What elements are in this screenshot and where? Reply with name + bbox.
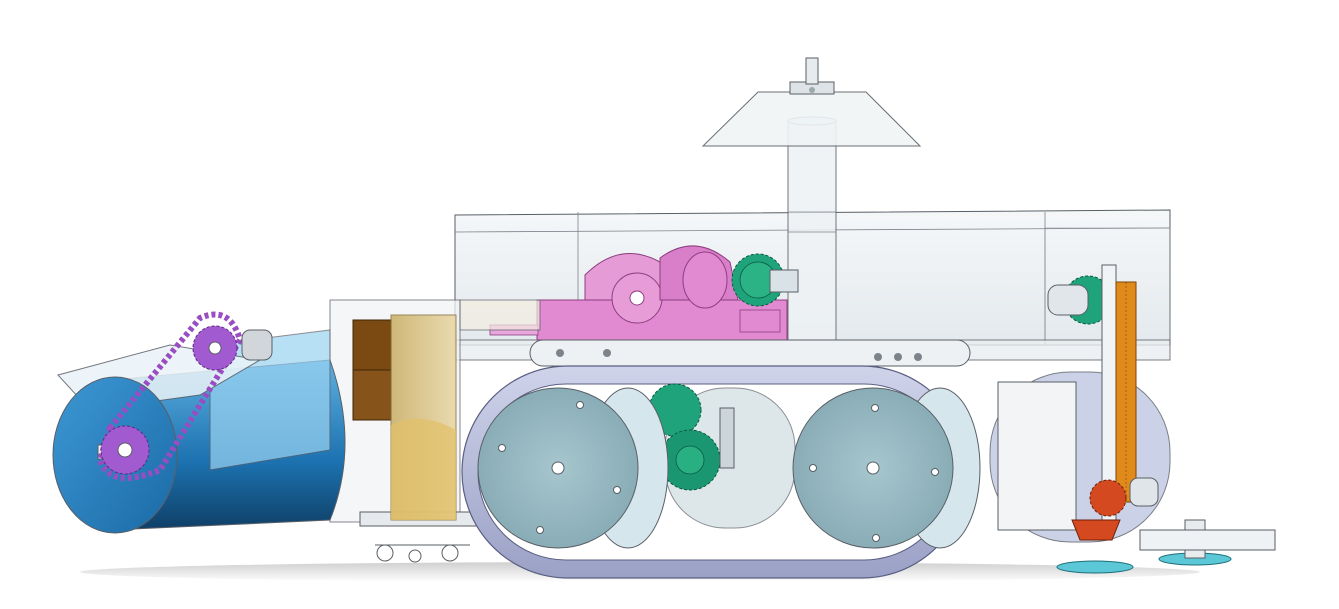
orange-rack: [1115, 281, 1137, 503]
guard-cone: [701, 57, 922, 147]
red-bevel-gears: [1071, 477, 1159, 541]
support-casters: [375, 544, 470, 563]
top-bolt: [809, 87, 815, 93]
green-drive-gear: [731, 253, 799, 307]
green-gear-train: [648, 383, 735, 491]
pink-gear-motor: [489, 245, 788, 341]
brown-front-panels: [352, 319, 392, 421]
front-road-wheel: [477, 387, 669, 549]
purple-chain-drive: [96, 311, 273, 481]
rear-road-wheel: [792, 387, 981, 549]
rack-and-pinion-lift: [1047, 264, 1117, 526]
tan-front-panels: [390, 314, 457, 521]
cyan-base-discs: [1056, 519, 1276, 574]
vertical-mast: [787, 116, 837, 346]
